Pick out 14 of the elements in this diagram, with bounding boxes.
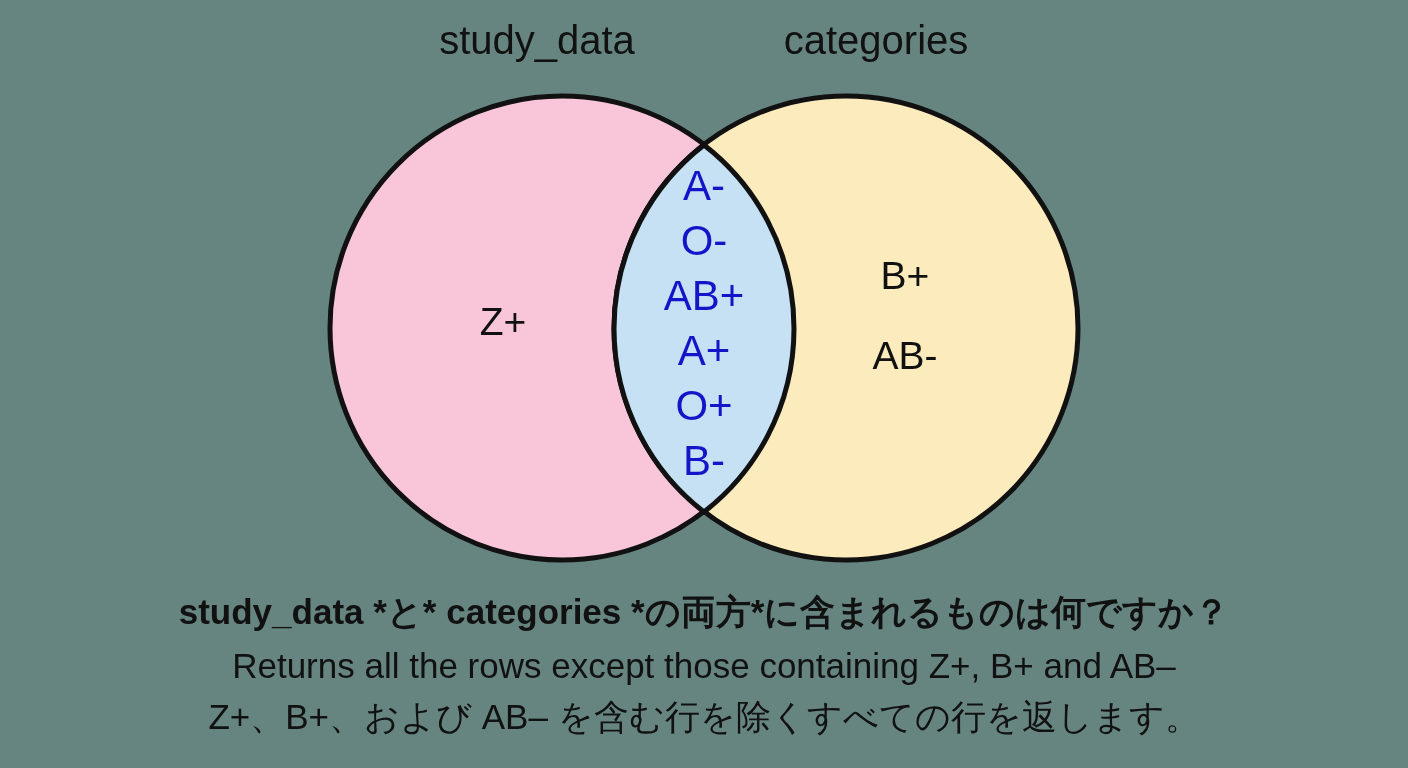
item-label: B- <box>683 438 725 484</box>
set-title: categories <box>783 19 969 61</box>
item-label: AB+ <box>663 273 745 319</box>
item-label: O+ <box>675 383 733 429</box>
item-label: B+ <box>880 255 930 297</box>
item-label: AB- <box>872 335 938 377</box>
item-label: A- <box>683 163 725 209</box>
caption-text: Returns all the rows except those containing Z+, B+ and AB– <box>232 647 1176 685</box>
question-text: study_data *と* categories *の両方*に含まれるものは何ですか？ <box>178 593 1230 631</box>
item-label: O- <box>680 218 728 264</box>
item-label: A+ <box>677 328 731 374</box>
item-label: Z+ <box>479 301 527 343</box>
caption-text: Z+、B+、および AB– を含む行を除くすべての行を返します。 <box>208 698 1200 736</box>
set-title: study_data <box>439 19 635 61</box>
